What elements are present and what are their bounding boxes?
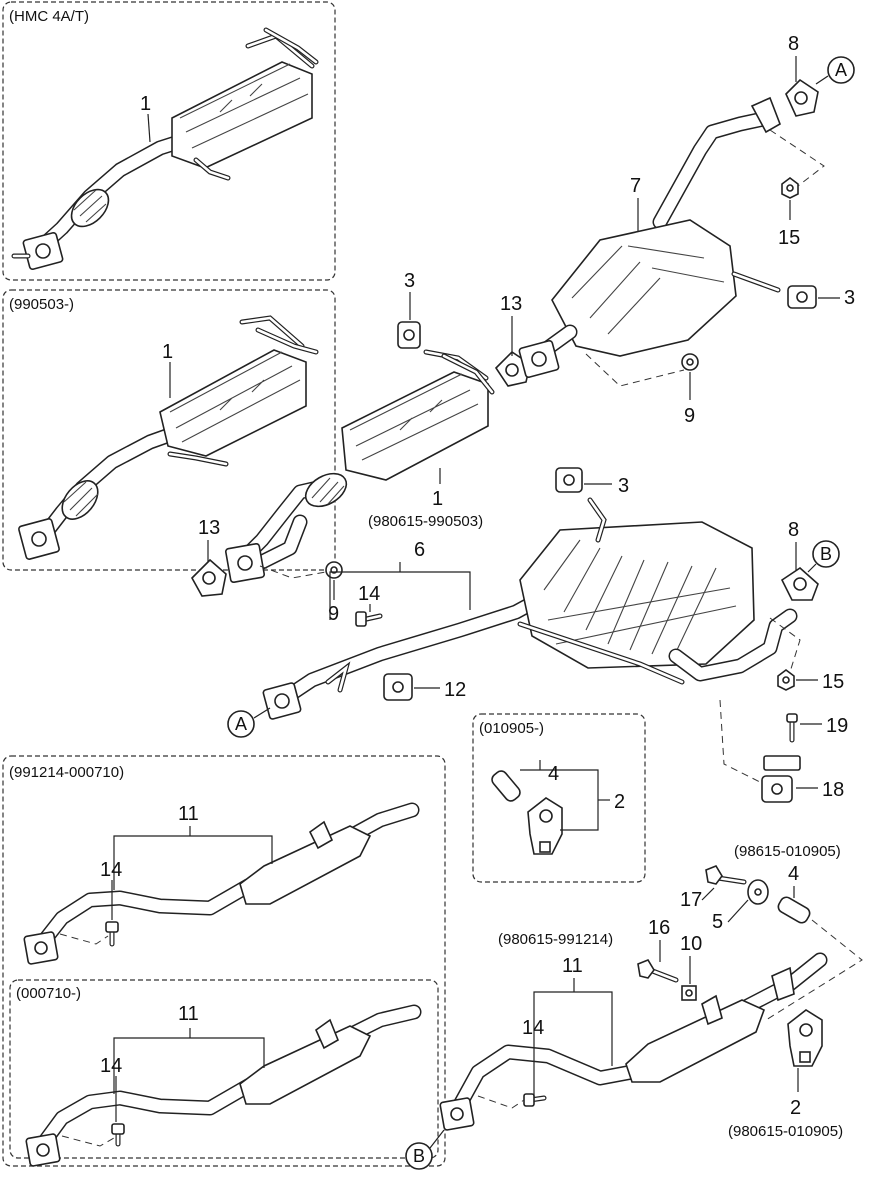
part-number-11-000710: 11 — [178, 1003, 199, 1025]
connector-a-upper — [827, 56, 855, 84]
part-number-14-000710: 14 — [100, 1055, 122, 1077]
bolt-14-main — [355, 611, 383, 627]
washer-10 — [681, 985, 697, 1001]
rubber-hanger-3-center — [397, 321, 421, 349]
variant-label-010905: (010905-) — [479, 720, 544, 737]
part-number-11-991214: 11 — [178, 803, 199, 825]
part-number-2-right: 2 — [790, 1097, 801, 1119]
part-number-3-center: 3 — [404, 270, 415, 292]
part-number-1-990503: 1 — [162, 341, 173, 363]
part-number-14-991214: 14 — [100, 859, 122, 881]
part-number-9-upper: 9 — [684, 405, 695, 427]
bolt-16 — [637, 959, 679, 983]
rubber-hanger-3-right-upper — [787, 285, 817, 309]
part-number-10: 10 — [680, 933, 702, 955]
catalytic-converter-990503 — [18, 315, 319, 560]
part-number-2-010905: 2 — [614, 791, 625, 813]
part-number-6: 6 — [414, 539, 425, 561]
connector-b-lower — [405, 1142, 433, 1170]
catalytic-converter-main — [224, 349, 495, 584]
connector-a-upper-label: A — [835, 60, 847, 80]
part-number-8-upper: 8 — [788, 33, 799, 55]
bolt-14-000710 — [111, 1123, 125, 1147]
part-number-13-lower: 13 — [198, 517, 220, 539]
center-muffler — [518, 96, 781, 379]
nut-15-upper — [781, 177, 799, 199]
part-number-12: 12 — [444, 679, 466, 701]
part-number-14-main: 14 — [358, 583, 380, 605]
variant-box-010905 — [472, 713, 646, 883]
nut-9-upper — [681, 353, 699, 371]
connector-a-lower-label: A — [235, 714, 247, 734]
part-number-3-right-middle: 3 — [618, 475, 629, 497]
tail-pipe-980615 — [439, 952, 828, 1131]
range-980615-991214: (980615-991214) — [498, 931, 613, 948]
hanger-bracket-2-010905 — [527, 797, 563, 855]
nut-9-lower — [325, 561, 343, 579]
gasket-8-lower — [780, 566, 819, 601]
rubber-bushing-4-right — [777, 896, 811, 924]
tail-pipe-000710 — [25, 1004, 422, 1167]
part-number-5: 5 — [712, 911, 723, 933]
range-980615-010905: (980615-010905) — [728, 1123, 843, 1140]
part-number-8-lower: 8 — [788, 519, 799, 541]
part-number-7: 7 — [630, 175, 641, 197]
variant-box-000710 — [9, 979, 439, 1159]
connector-b-lower-label: B — [413, 1146, 425, 1166]
hanger-bracket-18 — [761, 755, 801, 803]
part-number-3-right-upper: 3 — [844, 287, 855, 309]
gasket-8-upper — [785, 78, 819, 117]
washer-5 — [747, 879, 769, 905]
variant-box-hmc-4at — [2, 1, 336, 281]
part-number-19: 19 — [826, 715, 848, 737]
connector-b-upper-label: B — [820, 544, 832, 564]
part-number-16: 16 — [648, 917, 670, 939]
rubber-bushing-4-010905 — [491, 770, 521, 802]
rubber-hanger-12 — [383, 673, 413, 701]
variant-label-hmc-4at: (HMC 4A/T) — [9, 8, 89, 25]
part-number-13-upper: 13 — [500, 293, 522, 315]
rubber-hanger-3-right-middle — [555, 467, 583, 493]
bolt-14-980615 — [523, 1093, 547, 1107]
range-98615-010905: (98615-010905) — [734, 843, 841, 860]
connector-b-upper — [812, 540, 840, 568]
tail-pipe-bracket — [701, 994, 723, 1026]
part-number-9-lower: 9 — [328, 603, 339, 625]
nut-15-lower — [777, 669, 795, 691]
part-number-15-lower: 15 — [822, 671, 844, 693]
variant-label-991214-000710: (991214-000710) — [9, 764, 124, 781]
part-number-15-upper: 15 — [778, 227, 800, 249]
part-number-1-hmc: 1 — [140, 93, 151, 115]
variant-label-990503: (990503-) — [9, 296, 74, 313]
part-number-11-980615: 11 — [562, 955, 583, 977]
connector-a-lower — [227, 710, 255, 738]
variant-label-000710: (000710-) — [16, 985, 81, 1002]
tail-pipe-991214 — [23, 802, 420, 965]
part-number-1-main: 1 — [432, 488, 443, 510]
main-muffler-assembly — [262, 497, 798, 720]
catalytic-converter-hmc — [11, 27, 319, 271]
variant-box-991214-000710 — [2, 755, 446, 1167]
bolt-14-991214 — [105, 921, 119, 947]
variant-box-990503 — [2, 289, 336, 571]
part-number-4-010905: 4 — [548, 763, 559, 785]
part-number-18: 18 — [822, 779, 844, 801]
part-number-14-980615: 14 — [522, 1017, 544, 1039]
bolt-17 — [705, 865, 747, 885]
bolt-19 — [786, 713, 798, 743]
range-980615-990503: (980615-990503) — [368, 513, 483, 530]
part-number-17: 17 — [680, 889, 702, 911]
gasket-13-lower — [191, 558, 227, 597]
part-number-4-right: 4 — [788, 863, 799, 885]
hanger-bracket-2-right — [787, 1009, 823, 1067]
